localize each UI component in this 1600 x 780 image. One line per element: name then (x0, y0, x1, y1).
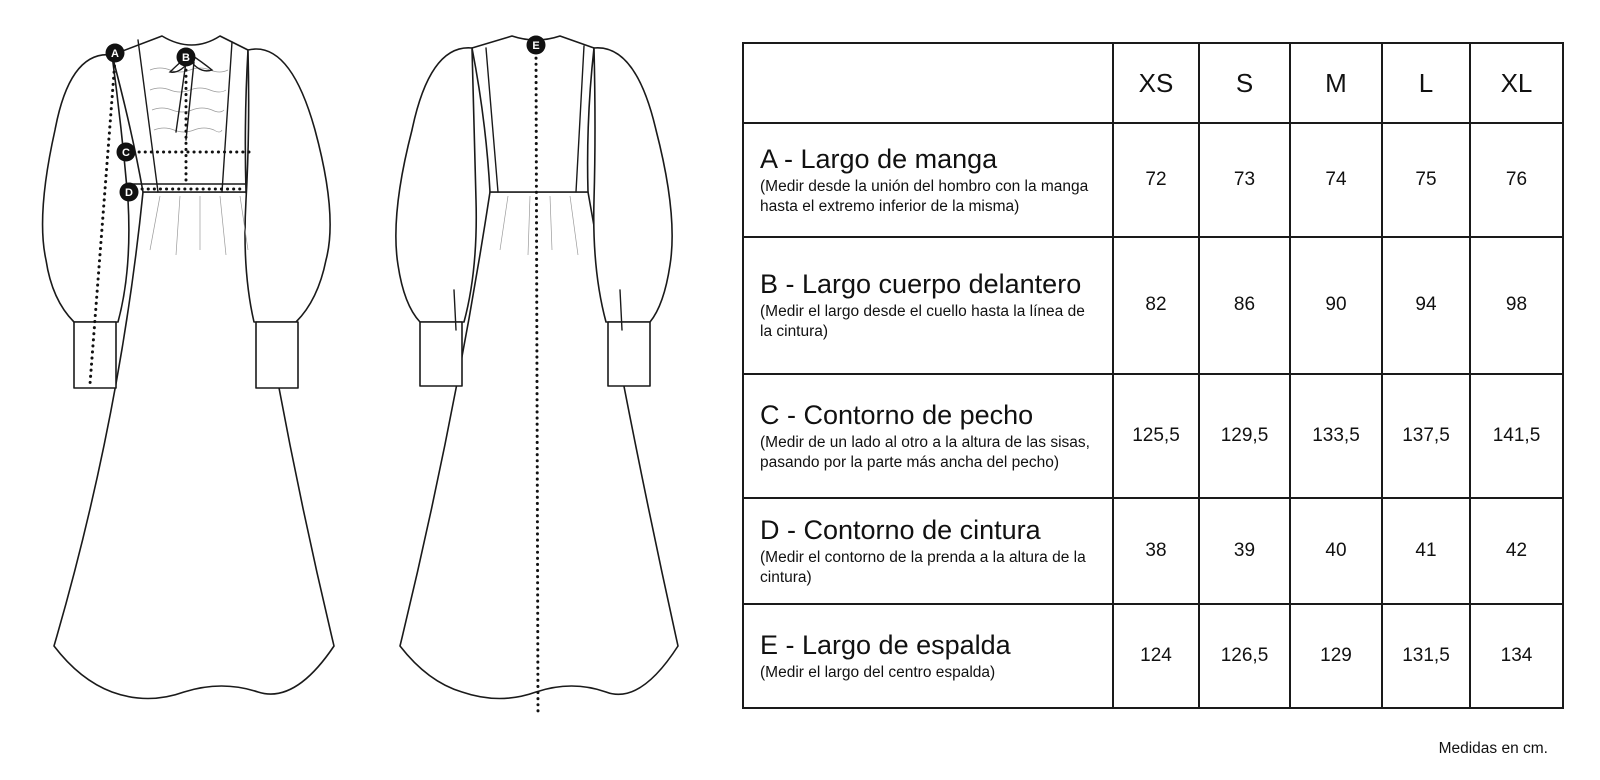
value-cell: 126,5 (1198, 602, 1291, 710)
measurement-label-cell: D - Contorno de cintura (Medir el contor… (742, 497, 1114, 605)
marker-a: A (105, 43, 125, 63)
measurement-description: (Medir el contorno de la prenda a la alt… (760, 548, 1086, 586)
value-cell: 133,5 (1289, 373, 1383, 500)
svg-text:B: B (182, 52, 190, 64)
measurement-label-cell: A - Largo de manga (Medir desde la unión… (742, 122, 1114, 238)
back-right-cuff (607, 321, 651, 387)
value-cell: 125,5 (1112, 373, 1200, 500)
marker-c: C (116, 142, 136, 162)
front-left-cuff (73, 321, 117, 389)
size-header-l: L (1381, 42, 1471, 124)
svg-text:D: D (125, 187, 133, 199)
size-header-xs: XS (1112, 42, 1200, 124)
value-cell: 82 (1112, 235, 1200, 376)
back-left-sleeve (395, 47, 478, 323)
value-cell: 39 (1198, 497, 1291, 605)
value-cell: 40 (1289, 497, 1383, 605)
size-header-xl: XL (1469, 42, 1564, 124)
table-row: E - Largo de espalda (Medir el largo del… (742, 602, 1564, 710)
value-cell: 124 (1112, 602, 1200, 710)
measurement-label-cell: E - Largo de espalda (Medir el largo del… (742, 602, 1114, 710)
measurement-title: C - Contorno de pecho (760, 400, 1034, 431)
back-dress-drawing (395, 35, 679, 714)
value-cell: 73 (1198, 122, 1291, 238)
value-cell: 74 (1289, 122, 1383, 238)
marker-d: D (119, 182, 139, 202)
back-right-sleeve (592, 47, 673, 323)
measurement-title: D - Contorno de cintura (760, 514, 1041, 545)
value-cell: 38 (1112, 497, 1200, 605)
value-cell: 42 (1469, 497, 1564, 605)
front-right-sleeve (244, 48, 331, 323)
svg-text:A: A (111, 48, 119, 60)
measurement-description: (Medir el largo del centro espalda) (760, 663, 996, 681)
table-row: D - Contorno de cintura (Medir el contor… (742, 497, 1564, 605)
measurement-label-cell: C - Contorno de pecho (Medir de un lado … (742, 373, 1114, 500)
size-header-m: M (1289, 42, 1383, 124)
table-row: A - Largo de manga (Medir desde la unión… (742, 122, 1564, 238)
table-row: B - Largo cuerpo delantero (Medir el lar… (742, 235, 1564, 376)
size-chart-table: XS S M L XL A - Largo de manga (Medir de… (742, 42, 1564, 710)
measurement-title: B - Largo cuerpo delantero (760, 269, 1082, 300)
size-header-row: XS S M L XL (742, 42, 1564, 124)
marker-b: B (176, 47, 196, 67)
measurement-title: E - Largo de espalda (760, 629, 1011, 660)
front-right-cuff (255, 321, 299, 389)
value-cell: 94 (1381, 235, 1471, 376)
measurement-label-cell: B - Largo cuerpo delantero (Medir el lar… (742, 235, 1114, 376)
table-row: C - Contorno de pecho (Medir de un lado … (742, 373, 1564, 500)
measurement-title: A - Largo de manga (760, 143, 998, 174)
units-note: Medidas en cm. (1438, 740, 1548, 757)
value-cell: 41 (1381, 497, 1471, 605)
table-corner-cell (742, 42, 1114, 124)
value-cell: 90 (1289, 235, 1383, 376)
front-dress-drawing (41, 35, 335, 700)
value-cell: 129,5 (1198, 373, 1291, 500)
value-cell: 137,5 (1381, 373, 1471, 500)
value-cell: 76 (1469, 122, 1564, 238)
value-cell: 72 (1112, 122, 1200, 238)
measure-line-a (88, 58, 117, 386)
measurement-description: (Medir de un lado al otro a la altura de… (760, 434, 1090, 472)
back-bodice (471, 35, 595, 193)
value-cell: 75 (1381, 122, 1471, 238)
garment-illustrations: .ol { fill: #ffffff; stroke: #1a1a1a; st… (41, 35, 679, 714)
value-cell: 141,5 (1469, 373, 1564, 500)
value-cell: 98 (1469, 235, 1564, 376)
value-cell: 134 (1469, 602, 1564, 710)
size-header-s: S (1198, 42, 1291, 124)
svg-text:E: E (532, 40, 539, 52)
measurement-description: (Medir desde la unión del hombro con la … (760, 177, 1089, 215)
value-cell: 131,5 (1381, 602, 1471, 710)
value-cell: 86 (1198, 235, 1291, 376)
svg-text:C: C (122, 147, 130, 159)
measurement-description: (Medir el largo desde el cuello hasta la… (760, 303, 1085, 341)
front-left-sleeve (41, 53, 130, 323)
marker-e: E (526, 35, 546, 55)
value-cell: 129 (1289, 602, 1383, 710)
measure-line-e (534, 50, 540, 714)
back-left-cuff (419, 321, 463, 387)
